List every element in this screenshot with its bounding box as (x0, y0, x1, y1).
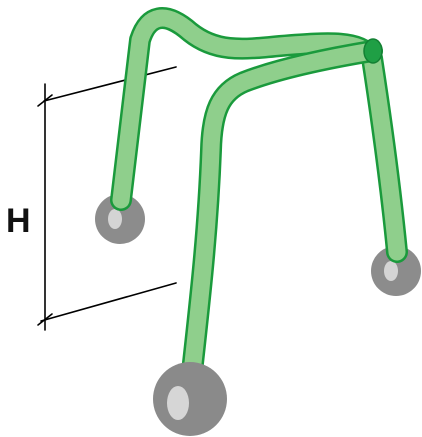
dimension-tick-top (37, 94, 53, 107)
dimension-extension-line-bottom (40, 282, 177, 322)
rod-end-cap (363, 38, 383, 64)
right-foot (371, 246, 421, 296)
height-label: H (6, 202, 31, 240)
dimension-tick-bottom (37, 313, 53, 326)
rod-front-leg (181, 40, 383, 383)
height-dimension (37, 66, 177, 331)
left-foot (95, 194, 145, 244)
front-foot (153, 362, 227, 436)
rod-left-to-right (110, 7, 408, 263)
dimension-extension-line-top (43, 66, 177, 102)
